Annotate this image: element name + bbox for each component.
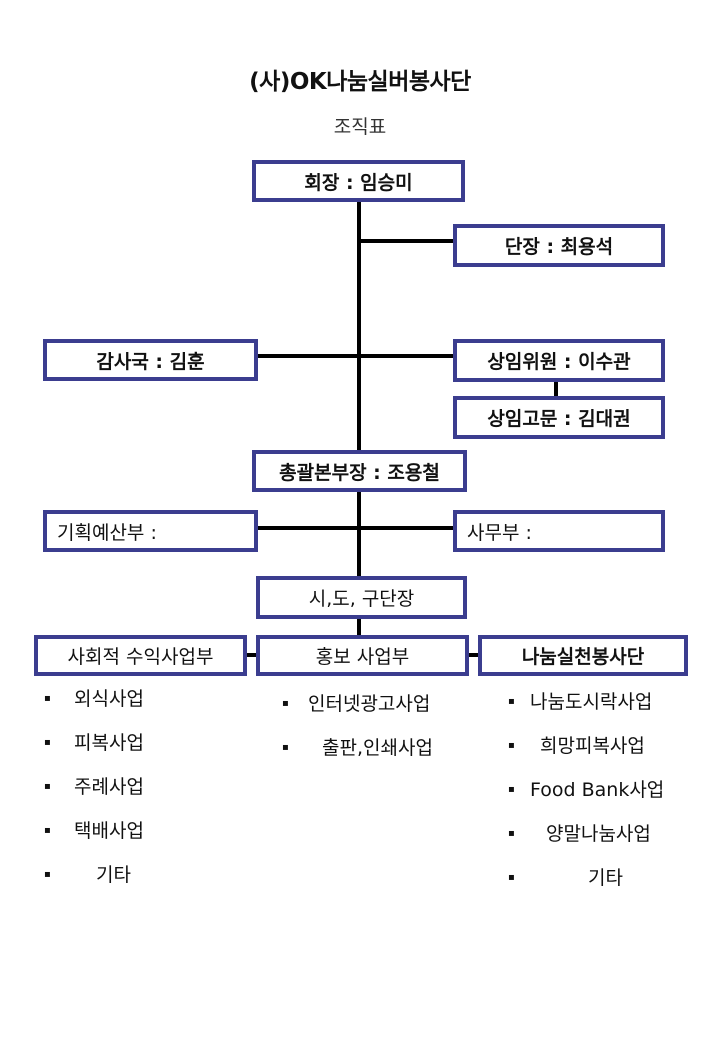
- chart-subtitle: 조직표: [333, 116, 387, 138]
- bullet-icon: ▪: [508, 828, 515, 839]
- list-item-label: 출판,인쇄사업: [322, 737, 433, 759]
- social-business-box: 사회적 수익사업부: [34, 635, 247, 676]
- standing-advisor-box: 상임고문 : 김대권: [453, 396, 665, 439]
- office-box: 사무부 :: [453, 510, 665, 552]
- list-item-label: 주례사업: [74, 776, 144, 798]
- list-item: ▪ 주례사업: [44, 773, 244, 817]
- list-item: ▪ 기타: [44, 861, 244, 905]
- bullet-icon: ▪: [44, 781, 51, 792]
- list-item: ▪ 기타: [508, 864, 708, 908]
- list-item: ▪ 양말나눔사업: [508, 820, 708, 864]
- bullet-icon: ▪: [44, 737, 51, 748]
- bullet-icon: ▪: [508, 784, 515, 795]
- sharing-volunteer-list: ▪ 나눔도시락사업 ▪ 희망피복사업 ▪ Food Bank사업 ▪ 양말나눔사업 ▪ 기…: [508, 688, 708, 908]
- sharing-volunteer-box: 나눔실천봉사단: [478, 635, 688, 676]
- list-item-label: 택배사업: [74, 820, 144, 842]
- bullet-icon: ▪: [44, 869, 51, 880]
- pr-business-box: 홍보 사업부: [256, 635, 469, 676]
- general-director-box: 총괄본부장 : 조용철: [252, 450, 467, 492]
- pr-business-list: ▪ 인터넷광고사업 ▪ 출판,인쇄사업: [282, 690, 482, 778]
- list-item-label: 기타: [96, 864, 131, 886]
- bullet-icon: ▪: [282, 742, 289, 753]
- list-item-label: 희망피복사업: [540, 735, 645, 757]
- leader-box: 단장 : 최용석: [453, 224, 665, 267]
- list-item: ▪ 출판,인쇄사업: [282, 734, 482, 778]
- chart-title: (사)OK나눔실버봉사단: [249, 69, 471, 95]
- list-item: ▪ 희망피복사업: [508, 732, 708, 776]
- bullet-icon: ▪: [44, 693, 51, 704]
- social-business-list: ▪ 외식사업 ▪ 피복사업 ▪ 주례사업 ▪ 택배사업 ▪ 기타: [44, 685, 244, 905]
- list-item-label: 피복사업: [74, 732, 144, 754]
- list-item-label: 기타: [588, 867, 623, 889]
- bullet-icon: ▪: [508, 872, 515, 883]
- standing-member-box: 상임위원 : 이수관: [453, 339, 665, 382]
- regional-leader-box: 시,도, 구단장: [256, 576, 467, 619]
- list-item-label: 양말나눔사업: [546, 823, 651, 845]
- planning-budget-box: 기획예산부 :: [43, 510, 258, 552]
- chairman-box: 회장 : 임승미: [252, 160, 465, 202]
- list-item: ▪ 인터넷광고사업: [282, 690, 482, 734]
- list-item-label: Food Bank사업: [530, 779, 665, 801]
- list-item: ▪ Food Bank사업: [508, 776, 708, 820]
- list-item-label: 외식사업: [74, 688, 144, 710]
- bullet-icon: ▪: [508, 740, 515, 751]
- list-item: ▪ 외식사업: [44, 685, 244, 729]
- list-item: ▪ 택배사업: [44, 817, 244, 861]
- list-item-label: 나눔도시락사업: [530, 691, 653, 713]
- list-item: ▪ 피복사업: [44, 729, 244, 773]
- audit-box: 감사국 : 김훈: [43, 339, 258, 381]
- bullet-icon: ▪: [508, 696, 515, 707]
- list-item: ▪ 나눔도시락사업: [508, 688, 708, 732]
- bullet-icon: ▪: [44, 825, 51, 836]
- bullet-icon: ▪: [282, 698, 289, 709]
- list-item-label: 인터넷광고사업: [308, 693, 431, 715]
